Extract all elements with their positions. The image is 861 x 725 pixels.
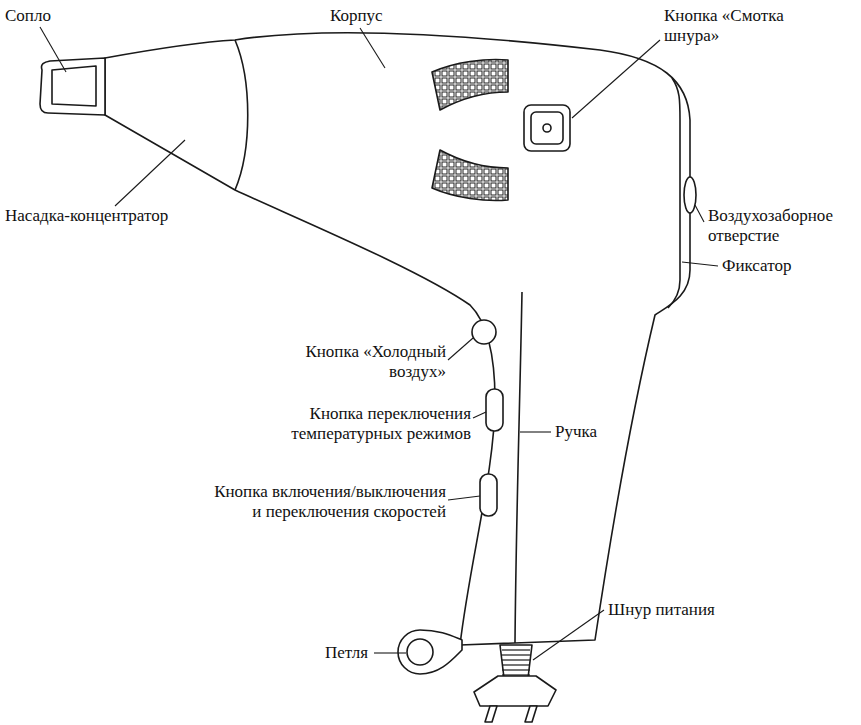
cold-air-button [472, 320, 496, 344]
vent-grill [432, 60, 508, 111]
leader-line [533, 610, 604, 660]
concentrator-joint [235, 40, 248, 190]
leader-line [40, 27, 66, 72]
leader-line [695, 205, 704, 222]
leader-line [682, 262, 718, 266]
cord-button-dot [543, 124, 551, 132]
part-label: Сопло [5, 6, 95, 26]
dryer-body [105, 33, 690, 645]
part-label: Петля [325, 643, 385, 663]
hanging-loop [398, 630, 462, 674]
part-label: Фиксатор [722, 256, 832, 276]
nozzle [40, 58, 105, 115]
part-label: Насадка-концентратор [5, 206, 215, 226]
leader-lines [40, 27, 718, 660]
hanging-loop-hole [407, 639, 433, 665]
plug-prong [485, 706, 497, 722]
part-label: Шнур питания [608, 600, 748, 620]
rib [502, 659, 530, 660]
part-label: Воздухозаборное отверстие [708, 206, 853, 246]
strain-relief-ribs [502, 650, 530, 675]
leader-line [520, 431, 551, 432]
leader-line [572, 40, 660, 118]
rib [502, 669, 530, 670]
plug-prong [525, 706, 537, 722]
vent-grill [432, 150, 508, 201]
strain-relief [500, 645, 532, 678]
rib [502, 674, 530, 675]
leader-line [473, 412, 486, 418]
leader-line [374, 652, 406, 653]
nozzle-inner [52, 66, 96, 106]
part-label: Кнопка «Смотка шнура» [664, 6, 799, 46]
handle-line [515, 292, 522, 643]
part-label: Кнопка включения/выключения и переключен… [214, 482, 446, 522]
rib [502, 654, 530, 655]
part-label: Ручка [555, 422, 625, 442]
leader-line [360, 28, 385, 68]
leader-line [448, 496, 480, 500]
cord-button [524, 105, 570, 151]
rib [502, 649, 530, 650]
temperature-button [486, 389, 503, 431]
leader-line [115, 140, 185, 206]
leader-line [448, 338, 473, 360]
power-button [480, 474, 497, 516]
part-label: Корпус [330, 6, 420, 26]
part-label: Кнопка «Холодный воздух» [296, 342, 446, 382]
air-intake [684, 177, 696, 213]
part-label: Кнопка переключения температурных режимо… [231, 404, 471, 444]
cord-button-inner [531, 112, 563, 144]
plug-body [474, 676, 556, 706]
rib [502, 664, 530, 665]
fixator-ring [668, 78, 680, 308]
